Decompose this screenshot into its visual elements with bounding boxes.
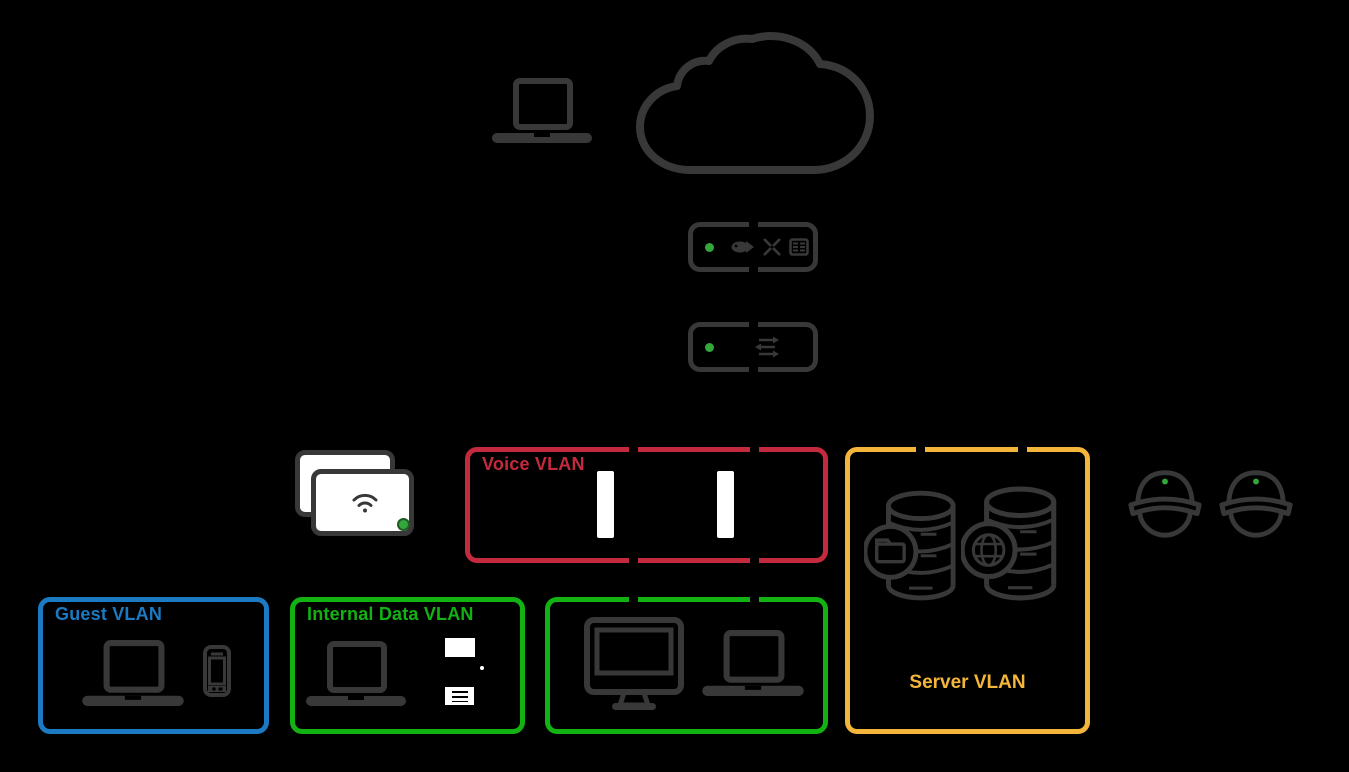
workstation-vlan-box	[545, 597, 828, 734]
connector-tick	[750, 555, 759, 566]
guest-laptop-icon	[82, 640, 184, 706]
connector-tick	[749, 319, 758, 328]
internal-laptop-icon	[306, 641, 406, 706]
printer-led	[480, 666, 484, 670]
guest-vlan-label: Guest VLAN	[55, 604, 163, 624]
internet-laptop-icon	[492, 78, 592, 143]
fish-icon	[731, 241, 754, 253]
connector-tick	[629, 444, 638, 454]
internal-data-vlan-box: Internal Data VLAN	[290, 597, 525, 734]
security-appliance-led	[705, 242, 714, 252]
connector-tick	[916, 444, 925, 454]
printer-paper-text	[451, 691, 468, 702]
access-point-front	[311, 469, 414, 536]
switch-led	[705, 342, 714, 352]
printer-paper-in	[445, 638, 475, 657]
web-server-database-icon	[961, 486, 1057, 601]
voice-vlan-label: Voice VLAN	[482, 454, 585, 474]
rule-table-icon	[789, 238, 809, 256]
smartphone-icon	[203, 645, 231, 697]
ip-phone-icon	[717, 471, 734, 538]
guest-vlan-box: Guest VLAN	[38, 597, 269, 734]
connector-tick	[629, 555, 638, 566]
switch-arrows-icon	[755, 336, 779, 358]
access-point-led	[397, 518, 410, 531]
connector-tick	[629, 594, 638, 605]
workstation-laptop-icon	[702, 630, 804, 696]
cross-arrows-icon	[763, 238, 781, 256]
connector-tick	[1018, 444, 1027, 454]
server-vlan-label: Server VLAN	[909, 672, 1026, 693]
printer-paper-out	[445, 687, 474, 705]
internet-cloud-icon	[636, 32, 874, 174]
server-vlan-box: Server VLAN	[845, 447, 1090, 734]
connector-tick	[750, 594, 759, 605]
ip-phone-icon	[597, 471, 614, 538]
wifi-icon	[352, 493, 378, 513]
file-server-database-icon	[864, 490, 956, 601]
printer-icon	[445, 638, 487, 706]
internal-data-vlan-label: Internal Data VLAN	[307, 604, 474, 624]
connector-tick	[749, 265, 758, 274]
connector-tick	[749, 365, 758, 374]
connector-tick	[750, 444, 759, 454]
dome-camera-icon	[1219, 470, 1293, 538]
dome-camera-icon	[1128, 470, 1202, 538]
connector-tick	[749, 219, 758, 228]
voice-vlan-box: Voice VLAN	[465, 447, 828, 563]
desktop-icon	[584, 617, 684, 710]
